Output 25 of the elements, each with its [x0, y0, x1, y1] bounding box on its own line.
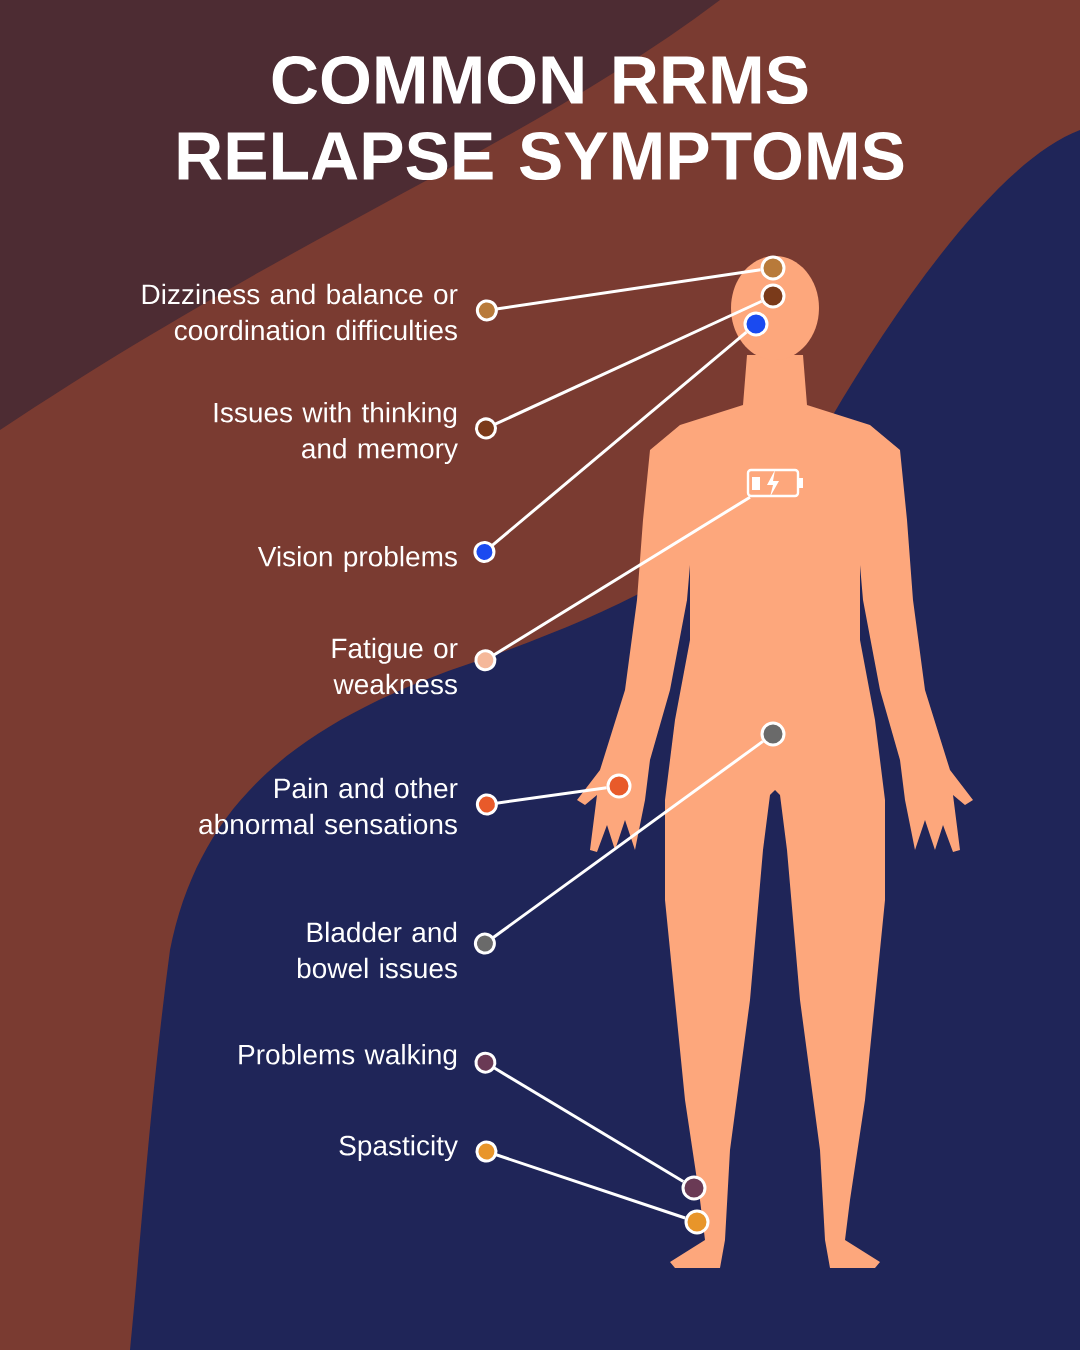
- body-point-dot: [760, 283, 786, 309]
- leader-line: [473, 330, 748, 563]
- symptom-label: Vision problems: [257, 545, 457, 573]
- symptom-label: Pain and other abnormal sensations: [199, 777, 458, 835]
- body-point-dot: [743, 311, 769, 337]
- leader-line: [474, 1051, 685, 1183]
- body-point-dot: [760, 255, 786, 281]
- leader-line: [475, 786, 607, 816]
- body-point-dot: [681, 1175, 707, 1201]
- symptom-label: Spasticity: [339, 1134, 458, 1162]
- leader-line: [475, 268, 761, 322]
- leader-line: [473, 740, 764, 955]
- symptom-label: Problems walking: [239, 1043, 457, 1071]
- body-point-dot: [760, 721, 786, 747]
- leader-line: [475, 1140, 686, 1220]
- symptom-label: Issues with thinking and memory: [214, 401, 458, 465]
- battery-icon: [746, 468, 803, 498]
- symptom-label: Dizziness and balance or coordination difficulties: [142, 283, 458, 341]
- leader-line: [475, 299, 763, 440]
- symptom-label: Fatigue or weakness: [332, 637, 458, 695]
- body-point-dot: [684, 1209, 710, 1235]
- symptom-label: Bladder and bowel issues: [297, 921, 457, 979]
- leader-line: [474, 495, 751, 672]
- title: COMMON RRMS RELAPSE SYMPTOMS: [178, 55, 904, 181]
- body-point-dot: [606, 773, 632, 799]
